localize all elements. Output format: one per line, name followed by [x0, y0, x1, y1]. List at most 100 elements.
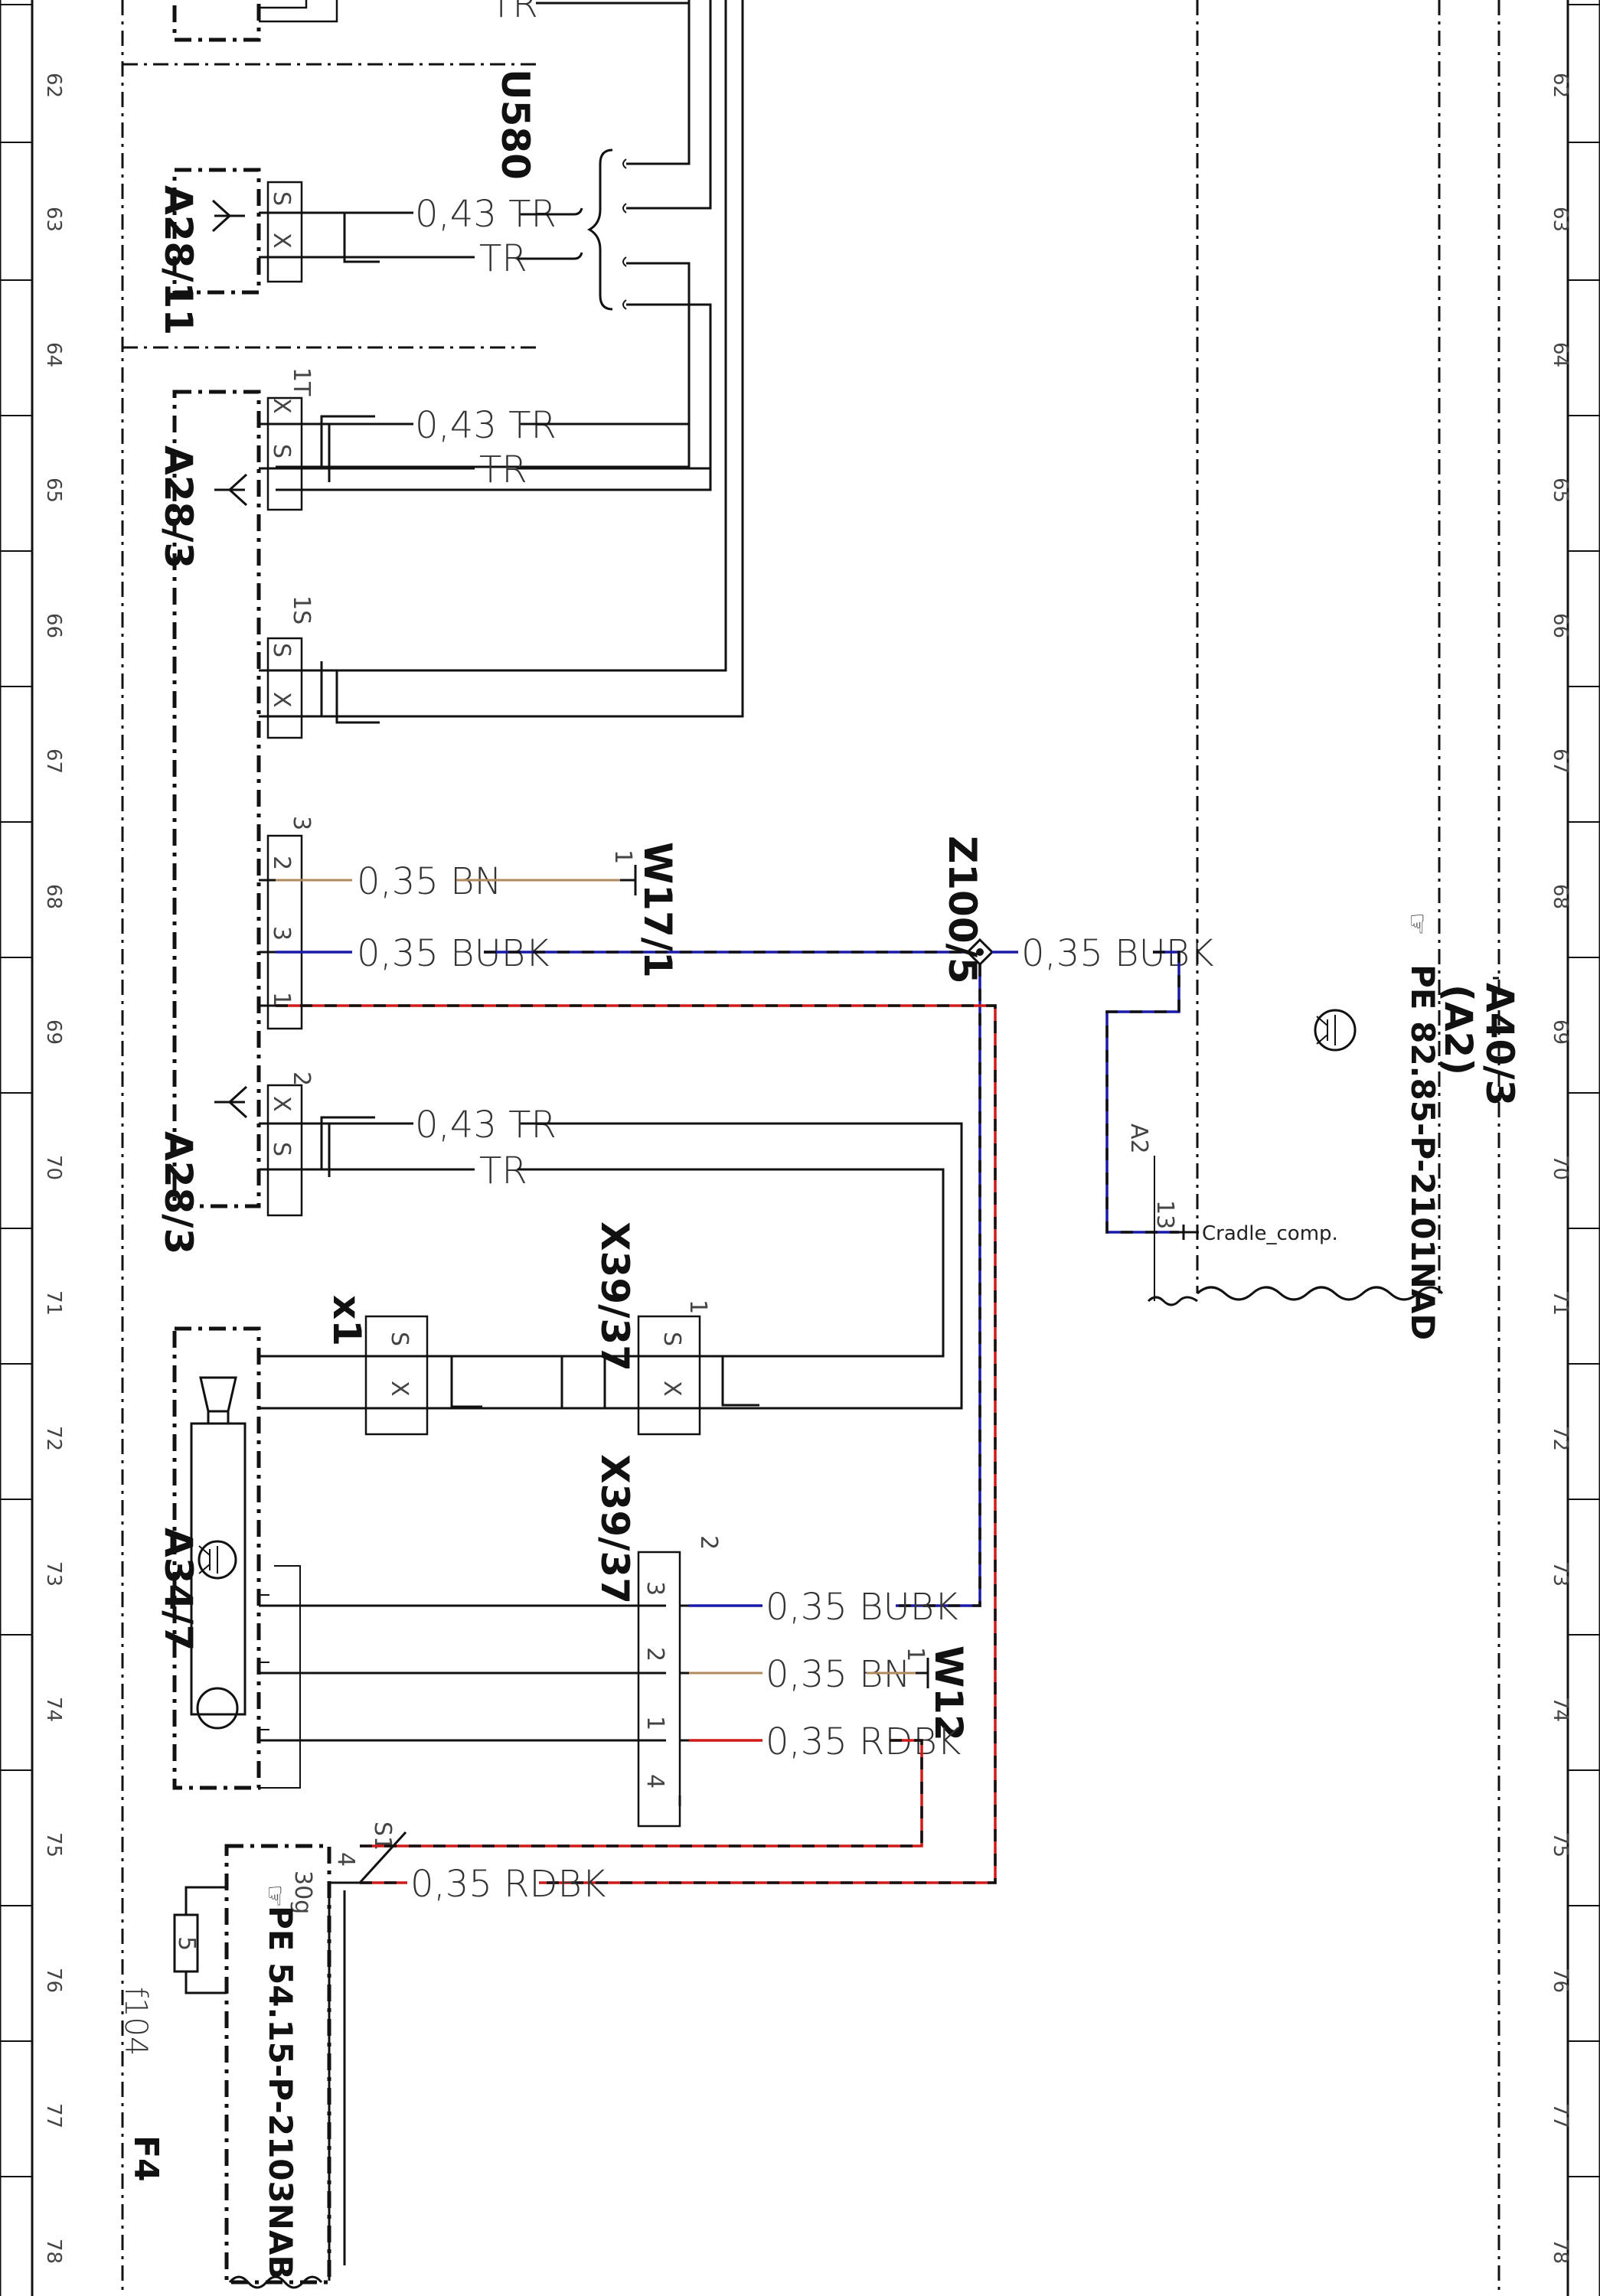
wire-label: 0,35 RDBK [410, 1863, 606, 1906]
f4-bottom-wavy [228, 2275, 323, 2289]
antenna-icon [214, 1085, 248, 1119]
grid-number: 70 [1549, 1155, 1572, 1180]
grid-number: 77 [1549, 2103, 1572, 2128]
f104-label: f104 [118, 1987, 153, 2056]
grid-number: 76 [42, 1968, 65, 1993]
grid-number: 76 [1549, 1968, 1572, 1993]
grid-number: 74 [1549, 1697, 1572, 1722]
pin-label: 2 [268, 856, 295, 870]
a40-3-sub-label: (A2) [1436, 984, 1481, 1075]
a40-3-bottom-wavy [1197, 1286, 1444, 1301]
grid-number: 68 [1549, 884, 1572, 909]
grid-number: 77 [42, 2103, 65, 2128]
grid-number: 62 [42, 73, 65, 98]
wire-label: 0,43 TR [415, 1104, 557, 1146]
pin-label: S [268, 1142, 295, 1156]
w12-label: W12 [926, 1645, 971, 1741]
bubk-wire-d-k [1105, 951, 1180, 1234]
speaker-icon [190, 1376, 247, 1716]
pin-label: 3 [288, 816, 315, 830]
pin-label: X [658, 1381, 685, 1397]
grid-number: 73 [42, 1561, 65, 1587]
a28-11-box [172, 168, 261, 295]
connector-1s: 1S S X [259, 595, 380, 739]
connector-2: 2 X S [259, 1071, 375, 1217]
trunk-wire-3 [276, 0, 727, 672]
pin-label: X [268, 1096, 295, 1112]
a40-3-label: A40/3 [1478, 983, 1522, 1106]
wire-label: 0,35 BUBK [1021, 932, 1214, 975]
a28-11-wire-2b [518, 252, 583, 260]
wire-label: 0,35 RDBK [766, 1720, 961, 1763]
a28-3-bottom-label: A28/3 [156, 1131, 201, 1254]
a28-3-top-label: A28/3 [156, 445, 201, 569]
grid-number: 73 [1549, 1561, 1572, 1587]
grid-number: 71 [1549, 1290, 1572, 1316]
a28-3-top-box [172, 390, 261, 1208]
a34-7-box [172, 1326, 261, 1790]
pin-label: 1T [288, 367, 315, 396]
left-grid-numbers: 62 63 64 65 66 67 68 69 70 71 72 73 74 7… [42, 73, 65, 2264]
a28-11-label: A28/11 [156, 185, 201, 335]
trunk-wire-4 [276, 0, 744, 718]
f4-internal-wires [328, 1831, 407, 2281]
grid-number: 71 [42, 1290, 65, 1316]
z100-5-label: Z100/5 [940, 836, 984, 984]
wire-label: 0,35 BN [766, 1653, 910, 1696]
a34-7-pins [258, 1565, 666, 1789]
antenna-icon [214, 473, 248, 507]
pin-label: 1 [609, 850, 636, 864]
transistor-symbol-a40 [1314, 1009, 1357, 1052]
pin-label: S [268, 191, 295, 206]
f4-label: F4 [126, 2135, 165, 2182]
w12-ground [916, 1658, 929, 1688]
grid-number: 78 [1549, 2239, 1572, 2264]
pin-label: S [658, 1332, 685, 1346]
grid-number: 64 [42, 342, 65, 367]
right-grid-strip [1566, 0, 1600, 2296]
cradle-pin [1179, 1225, 1199, 1240]
grid-number: 69 [1549, 1019, 1572, 1045]
grid-number: 72 [42, 1426, 65, 1451]
pe-54-label: PE 54.15-P-2103NAB [262, 1906, 299, 2279]
grid-number: 62 [1549, 73, 1572, 98]
pin-label: 30g [289, 1870, 316, 1914]
grid-number: 78 [42, 2239, 65, 2264]
pin-label: X [268, 233, 295, 249]
bubk-wire-e-k [896, 964, 981, 1607]
bubk-wire-e [896, 964, 981, 1607]
pin-label: 5 [173, 1936, 200, 1951]
w17-1-label: W17/1 [635, 842, 680, 978]
wire-label: 0,43 TR [415, 404, 557, 447]
x39-37-top-label: X39/37 [593, 1221, 637, 1371]
grid-number: 68 [42, 884, 65, 909]
x39-37-top-connector: 1 S X [560, 1300, 759, 1436]
x1-label: x1 [325, 1295, 369, 1346]
wire-label: 0,35 BUBK [766, 1586, 958, 1629]
trunk-wire-2 [626, 0, 712, 210]
top-stub-box [172, 0, 261, 42]
w17-1-ground [620, 865, 637, 895]
top-tr-label: TR [490, 0, 538, 26]
connector-1t: 1T X S [259, 367, 375, 511]
speaker-cone-icon [196, 1687, 239, 1730]
pin-label: 1S [288, 595, 315, 625]
grid-number: 65 [42, 478, 65, 503]
pin-label: 3 [642, 1581, 668, 1596]
wire-label: TR [479, 448, 527, 491]
wire-2-a-end [521, 1122, 963, 1410]
grid-number: 67 [42, 748, 65, 774]
pin-label: X [268, 398, 295, 414]
pin-label: 1 [684, 1300, 711, 1314]
rdbk-wire-a-k [276, 1004, 997, 1884]
pin-label: 1 [642, 1716, 668, 1730]
cradle-wavy [1147, 1296, 1198, 1306]
u580-label: U580 [493, 69, 537, 180]
grid-number: 67 [1549, 748, 1572, 774]
grid-number: 69 [42, 1019, 65, 1045]
x39-37-bottom-connector: 2 3 2 1 4 [637, 1535, 722, 1828]
pin-label: 2 [695, 1535, 722, 1550]
grid-number: 75 [1549, 1832, 1572, 1857]
pointing-hand-icon-82: ☞ [1402, 912, 1432, 935]
